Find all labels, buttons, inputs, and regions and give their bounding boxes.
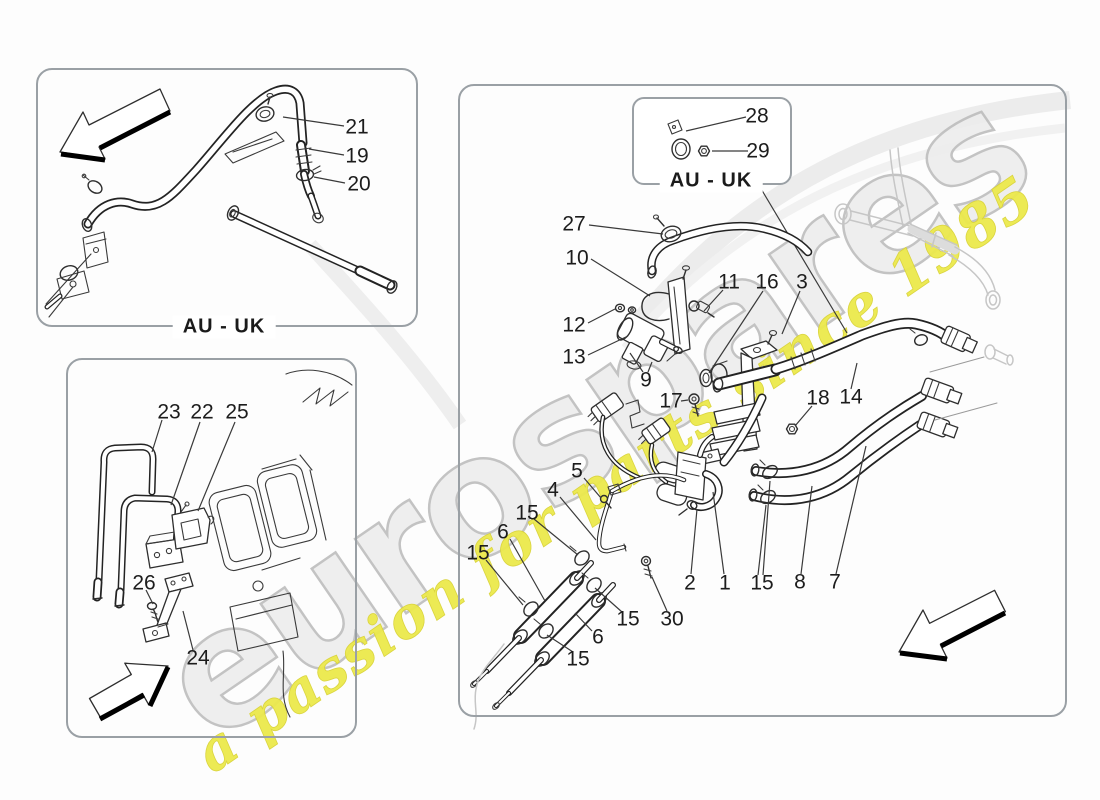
hose-14-connector [940, 325, 978, 354]
callout-6: 6 [592, 625, 604, 649]
callout-15: 15 [515, 501, 539, 525]
direction-arrow-icon [59, 88, 171, 160]
connector-b [638, 417, 671, 445]
callout-7: 7 [829, 570, 841, 594]
callout-14: 14 [839, 385, 863, 409]
pipes-and-unit-art [88, 369, 353, 722]
sensor-11 [688, 300, 700, 312]
callout-27: 27 [562, 212, 586, 236]
callout-18: 18 [806, 386, 830, 410]
callout-12: 12 [562, 313, 586, 337]
callout-28: 28 [745, 104, 769, 128]
clamp-21 [255, 106, 275, 122]
callout-3: 3 [796, 270, 808, 294]
bracket-plate [224, 131, 285, 164]
callout-25: 25 [225, 400, 249, 424]
callout-17: 17 [659, 389, 683, 413]
callout-11: 11 [718, 270, 740, 294]
callout-9: 9 [640, 368, 652, 392]
callout-16: 16 [755, 270, 779, 294]
caption-au-uk-inset: AU - UK [659, 169, 763, 193]
callout-21: 21 [345, 115, 369, 139]
connector-a [587, 392, 624, 426]
callout-13: 13 [562, 345, 586, 369]
callout-29: 29 [746, 139, 770, 163]
callout-26: 26 [132, 571, 156, 595]
hose-7-connector [916, 411, 959, 439]
swoosh-arc-3 [304, 239, 467, 430]
callout-5: 5 [571, 459, 583, 483]
heater-hose-art [44, 84, 398, 318]
callout-15: 15 [466, 541, 490, 565]
callout-15: 15 [566, 647, 590, 671]
callout-22: 22 [190, 400, 214, 424]
direction-arrow-icon [898, 589, 1007, 659]
ring-16 [699, 368, 713, 388]
nut-18 [785, 423, 799, 435]
callout-15: 15 [750, 571, 774, 595]
clamp-27 [660, 225, 682, 243]
callout-19: 19 [345, 144, 369, 168]
callout-15: 15 [616, 607, 640, 631]
callout-4: 4 [547, 478, 559, 502]
background-hose-sketch [834, 147, 1014, 421]
engine-compartment-devices-art [470, 116, 1014, 730]
plate-10 [667, 276, 691, 355]
nut-29 [697, 145, 711, 157]
callout-8: 8 [794, 570, 806, 594]
screw-30 [640, 555, 652, 567]
callout-23: 23 [157, 400, 181, 424]
callout-20: 20 [347, 172, 371, 196]
screw-17 [688, 393, 700, 405]
callout-1: 1 [719, 571, 731, 595]
ac-unit-sketch [208, 369, 353, 718]
union-2 [686, 500, 698, 510]
callout-6: 6 [497, 520, 509, 544]
callout-30: 30 [660, 607, 684, 631]
clip-5 [599, 494, 609, 504]
callout-10: 10 [565, 246, 589, 270]
hose-8-connector [920, 377, 963, 405]
clamp-20 [295, 168, 315, 182]
callout-24: 24 [186, 646, 210, 670]
clamp-28 [671, 138, 691, 160]
callout-2: 2 [684, 571, 696, 595]
